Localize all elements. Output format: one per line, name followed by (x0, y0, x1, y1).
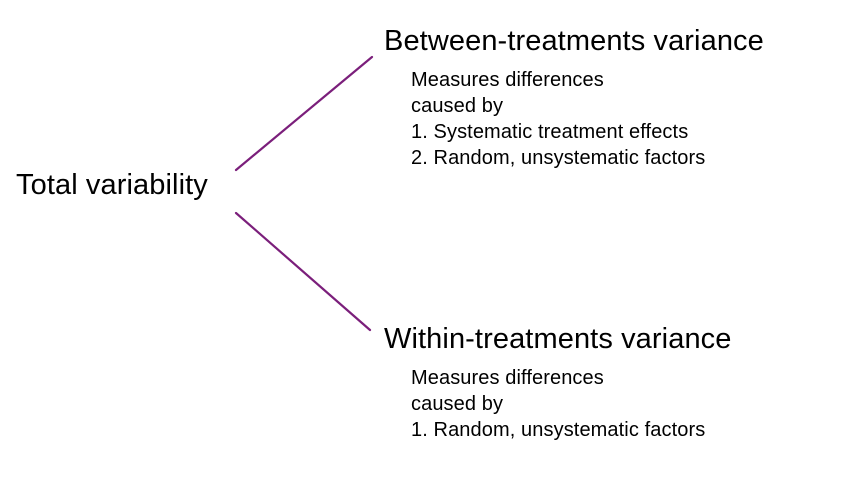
connector-line-between-treatments (234, 55, 374, 172)
branch-body-line: 1. Random, unsystematic factors (411, 419, 706, 442)
branch-body-line: 2. Random, unsystematic factors (411, 147, 706, 170)
branch-body-line: Measures differences (411, 69, 604, 92)
branch-body-within-treatments: Measures differences caused by 1. Random… (411, 365, 732, 443)
connector-line-within-treatments (234, 211, 372, 332)
branch-body-line: caused by (411, 393, 504, 416)
branch-body-between-treatments: Measures differences caused by 1. System… (411, 67, 764, 171)
branch-body-line: caused by (411, 95, 504, 118)
branch-heading-between-treatments: Between-treatments variance (384, 25, 764, 57)
branch-body-line: 1. Systematic treatment effects (411, 121, 689, 144)
branch-heading-within-treatments: Within-treatments variance (384, 323, 732, 355)
branch-between-treatments: Between-treatments variance Measures dif… (384, 24, 764, 171)
branch-within-treatments: Within-treatments variance Measures diff… (384, 322, 732, 443)
branch-body-line: Measures differences (411, 367, 604, 390)
node-total-variability: Total variability (16, 169, 208, 201)
